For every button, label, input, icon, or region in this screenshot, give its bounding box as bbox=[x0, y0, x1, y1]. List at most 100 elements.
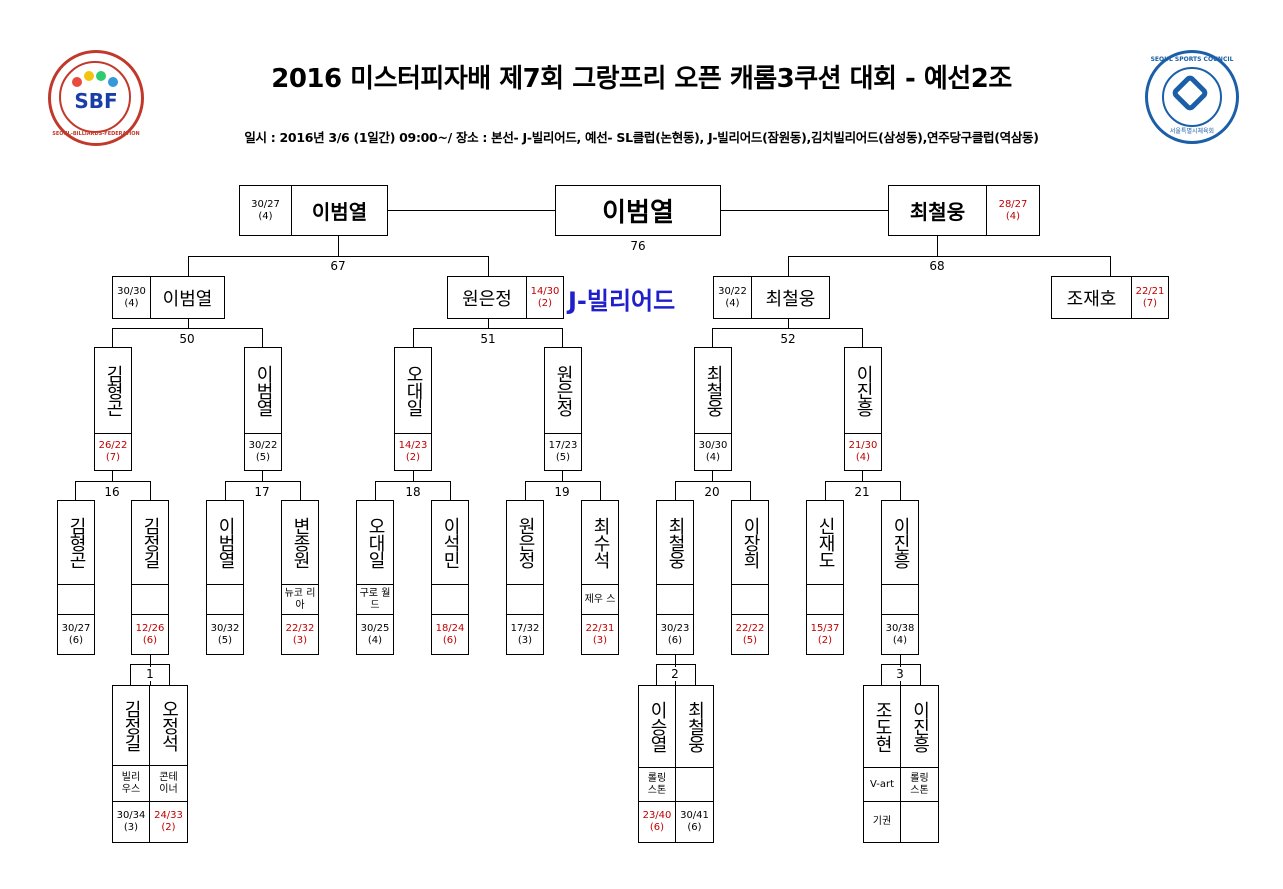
player-name: 이진흥 bbox=[882, 501, 918, 585]
match-number: 1 bbox=[135, 667, 165, 681]
semi-1-right-name: 원은정 bbox=[462, 288, 512, 310]
player-club bbox=[807, 585, 843, 615]
match-number: 51 bbox=[480, 332, 496, 346]
match-number: 19 bbox=[554, 485, 570, 499]
final-right-box: 최철웅 28/27(4) bbox=[888, 185, 1040, 236]
player-score: 14/23(2) bbox=[398, 440, 428, 463]
player-name: 최철웅 bbox=[695, 348, 731, 434]
player-name: 이석민 bbox=[432, 501, 468, 585]
player-score: 기권 bbox=[864, 802, 901, 842]
player-name: 김정길 bbox=[113, 686, 150, 766]
r2-player-box: 김형곤 26/22(7) bbox=[94, 347, 132, 471]
semi-2-left-name: 최철웅 bbox=[765, 288, 816, 310]
player-name: 오대일 bbox=[395, 348, 431, 434]
r1-player-box: 이석민 18/24(6) bbox=[431, 500, 469, 655]
player-club: 롤링 스톤 bbox=[901, 768, 938, 802]
r2-player-box: 최철웅 30/30(4) bbox=[694, 347, 732, 471]
player-name: 김정길 bbox=[132, 501, 168, 585]
player-name: 이진흥 bbox=[901, 686, 938, 768]
player-club bbox=[207, 585, 243, 615]
player-club: 롤링 스톤 bbox=[639, 768, 676, 802]
player-club: 뉴코 리아 bbox=[282, 585, 318, 615]
match-number: 18 bbox=[405, 485, 421, 499]
semi-1-left-name: 이범열 bbox=[162, 288, 213, 310]
player-club: V-art bbox=[864, 768, 901, 802]
r1-player-box: 김정길 12/26(6) bbox=[131, 500, 169, 655]
pre-match-box: 조도현 이진흥 V-art 롤링 스톤 기권 bbox=[863, 685, 939, 843]
semi-1-right-score: 14/30(2) bbox=[526, 277, 563, 318]
player-score: 30/38(4) bbox=[885, 622, 915, 646]
player-club bbox=[58, 585, 94, 615]
r1-player-box: 신재도 15/37(2) bbox=[806, 500, 844, 655]
player-club bbox=[132, 585, 168, 615]
player-club bbox=[732, 585, 768, 615]
player-club bbox=[507, 585, 543, 615]
seoul-sports-council-logo: SEOUL SPORTS COUNCIL 서울특별시체육회 bbox=[1145, 50, 1239, 144]
player-score: 22/22(5) bbox=[735, 622, 765, 646]
final-right-score: 28/27(4) bbox=[986, 186, 1039, 235]
player-name: 오정석 bbox=[150, 686, 187, 766]
player-club bbox=[676, 768, 713, 802]
player-score: 23/40(6) bbox=[639, 802, 676, 842]
pre-match-box: 이승열 최철웅 롤링 스톤 23/40(6) 30/41(6) bbox=[638, 685, 714, 843]
page-title: 2016 미스터피자배 제7회 그랑프리 오픈 캐롬3쿠션 대회 - 예선2조 bbox=[271, 64, 1012, 94]
semi-1-left-box: 30/30(4) 이범열 bbox=[112, 276, 225, 319]
final-left-score: 30/27(4) bbox=[240, 186, 292, 235]
player-score: 21/30(4) bbox=[848, 440, 878, 463]
player-score: 30/27(6) bbox=[61, 622, 91, 646]
match-number: 16 bbox=[104, 485, 120, 499]
player-name: 최수석 bbox=[582, 501, 618, 585]
semi-2-right-name: 조재호 bbox=[1066, 288, 1117, 310]
sbf-logo: SBF SEOUL-BILLIARDS-FEDERATION bbox=[48, 50, 144, 146]
council-ring-text: SEOUL SPORTS COUNCIL bbox=[1150, 56, 1234, 63]
player-score: 18/24(6) bbox=[435, 622, 465, 646]
player-name: 최철웅 bbox=[676, 686, 713, 768]
match-number: 3 bbox=[885, 667, 915, 681]
player-score: 30/32(5) bbox=[210, 622, 240, 646]
player-name: 이장희 bbox=[732, 501, 768, 585]
player-name: 신재도 bbox=[807, 501, 843, 585]
player-club bbox=[657, 585, 693, 615]
player-score: 15/37(2) bbox=[810, 622, 840, 646]
player-score bbox=[901, 802, 938, 842]
r1-player-box: 최수석 제우 스 22/31(3) bbox=[581, 500, 619, 655]
player-name: 원은정 bbox=[507, 501, 543, 585]
semi-2-right-score: 22/21(7) bbox=[1131, 277, 1168, 318]
final-winner-box: 이범열 bbox=[555, 185, 721, 236]
sbf-logo-ring: SEOUL-BILLIARDS-FEDERATION bbox=[52, 131, 140, 137]
player-club: 빌리 우스 bbox=[113, 766, 150, 802]
player-score: 24/33(2) bbox=[154, 810, 183, 833]
r1-player-box: 오대일 구로 월드 30/25(4) bbox=[356, 500, 394, 655]
match-number: 2 bbox=[660, 667, 690, 681]
player-score: 30/23(6) bbox=[660, 622, 690, 646]
final-winner-name: 이범열 bbox=[602, 198, 674, 228]
r1-player-box: 최철웅 30/23(6) bbox=[656, 500, 694, 655]
final-left-box: 30/27(4) 이범열 bbox=[239, 185, 388, 236]
player-name: 원은정 bbox=[545, 348, 581, 434]
semi-1-left-score: 30/30(4) bbox=[113, 277, 151, 318]
council-sub-text: 서울특별시체육회 bbox=[1169, 128, 1215, 135]
match-number: 67 bbox=[330, 259, 346, 273]
event-info: 일시 : 2016년 3/6 (1일간) 09:00~/ 장소 : 본선- J-… bbox=[244, 130, 1039, 145]
sbf-logo-text: SBF bbox=[74, 89, 118, 113]
player-score: 30/22(5) bbox=[248, 440, 278, 463]
player-name: 이승열 bbox=[639, 686, 676, 768]
match-number: 20 bbox=[704, 485, 720, 499]
r1-player-box: 변종원 뉴코 리아 22/32(3) bbox=[281, 500, 319, 655]
player-score: 30/30(4) bbox=[698, 440, 728, 463]
match-number: 76 bbox=[630, 239, 646, 253]
semi-2-left-score: 30/22(4) bbox=[714, 277, 752, 318]
player-name: 최철웅 bbox=[657, 501, 693, 585]
player-score: 12/26(6) bbox=[135, 622, 165, 646]
venue-label: J-빌리어드 bbox=[568, 287, 676, 315]
r1-player-box: 이범열 30/32(5) bbox=[206, 500, 244, 655]
r1-player-box: 이장희 22/22(5) bbox=[731, 500, 769, 655]
pre-match-box: 김정길 오정석 빌리 우스 콘테 이너 30/34(3) 24/33(2) bbox=[112, 685, 188, 843]
semi-2-right-box: 조재호 22/21(7) bbox=[1051, 276, 1169, 319]
player-name: 오대일 bbox=[357, 501, 393, 585]
player-club bbox=[882, 585, 918, 615]
player-club: 구로 월드 bbox=[357, 585, 393, 615]
player-name: 이범열 bbox=[207, 501, 243, 585]
final-right-name: 최철웅 bbox=[909, 200, 966, 224]
match-number: 17 bbox=[254, 485, 270, 499]
